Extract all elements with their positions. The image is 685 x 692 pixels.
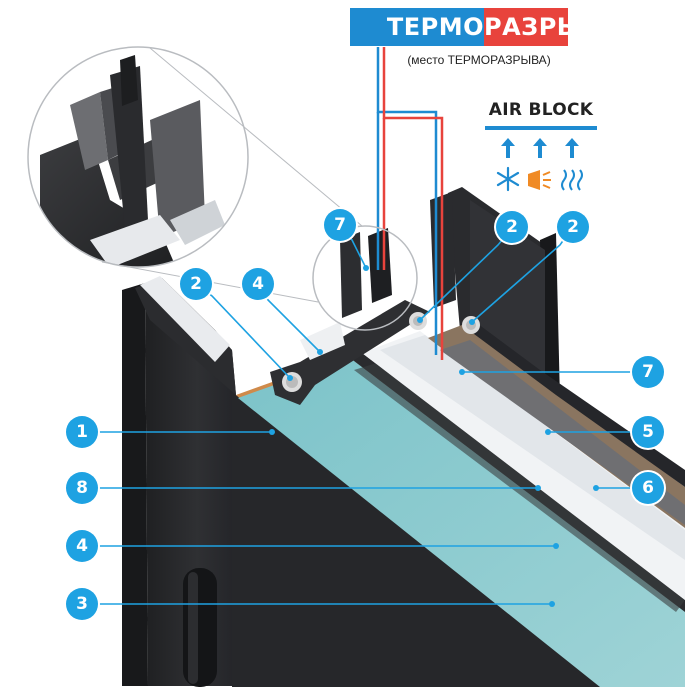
title-thermo-part: ТЕРМО bbox=[350, 8, 484, 46]
arrow-up-icon bbox=[501, 138, 515, 158]
frame-profile bbox=[270, 300, 430, 405]
thermal-break-line-blue bbox=[376, 47, 438, 355]
callout-top-right-2: 2 bbox=[557, 211, 589, 243]
zoom-detail bbox=[28, 47, 248, 267]
leader-dots bbox=[269, 265, 599, 607]
callout-right-2: 5 bbox=[632, 416, 664, 448]
door-leaf-panel bbox=[122, 283, 148, 686]
callout-right-3: 6 bbox=[632, 472, 664, 504]
callout-top-right-1: 2 bbox=[496, 211, 528, 243]
callout-top-left-1: 2 bbox=[180, 268, 212, 300]
callout-left-3: 4 bbox=[66, 530, 98, 562]
insulation-top-edge bbox=[140, 276, 230, 362]
callout-left-4: 3 bbox=[66, 588, 98, 620]
heat-waves-icon bbox=[561, 169, 583, 191]
callout-top-left-3: 7 bbox=[324, 209, 356, 241]
mdf-panel-layer bbox=[238, 358, 685, 687]
heater-icon bbox=[528, 170, 551, 190]
arrow-up-icon bbox=[533, 138, 547, 158]
callout-left-1: 1 bbox=[66, 416, 98, 448]
title-subtitle: (место ТЕРМОРАЗРЫВА) bbox=[407, 53, 551, 67]
arrow-up-icon bbox=[565, 138, 579, 158]
air-block-underline bbox=[485, 126, 597, 130]
thermal-break-line-red bbox=[382, 47, 444, 360]
foam-layer bbox=[362, 331, 685, 600]
callout-left-2: 8 bbox=[66, 472, 98, 504]
callout-right-1: 7 bbox=[632, 356, 664, 388]
air-block-icons bbox=[496, 138, 583, 192]
callout-top-left-2: 4 bbox=[242, 268, 274, 300]
snowflake-icon bbox=[496, 166, 520, 192]
air-block-label: AIR BLOCK bbox=[488, 100, 594, 120]
title-break-part: РАЗРЫВ bbox=[484, 8, 600, 46]
